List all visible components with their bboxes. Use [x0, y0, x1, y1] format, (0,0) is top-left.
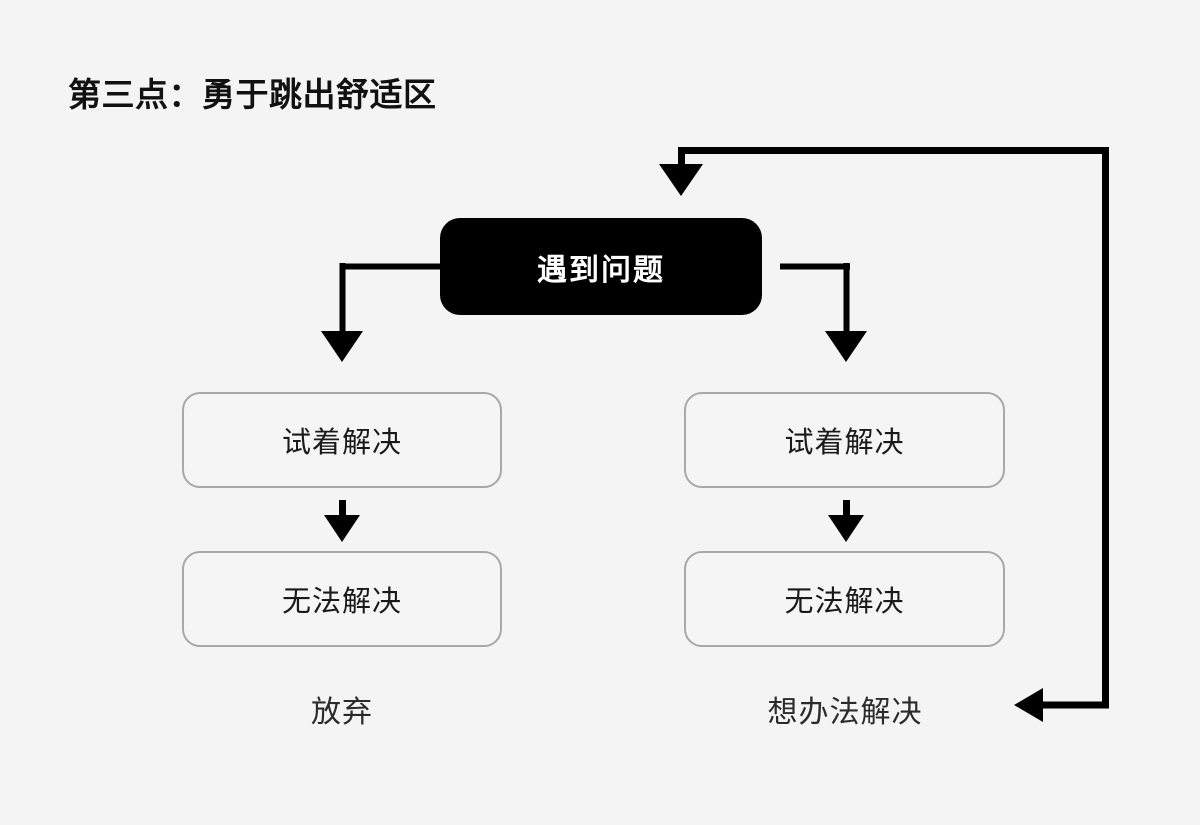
right-step1-to-step2-connector [828, 500, 864, 542]
root-to-right-branch-connector [780, 263, 867, 362]
node-left-try-to-solve[interactable]: 试着解决 [182, 392, 502, 488]
leaf-right-find-a-way: 想办法解决 [767, 696, 923, 729]
page-title: 第三点：勇于跳出舒适区 [68, 76, 437, 113]
node-left-cannot-solve[interactable]: 无法解决 [182, 551, 502, 647]
node-right-cannot-solve-label: 无法解决 [784, 586, 905, 618]
node-root-label: 遇到问题 [537, 253, 665, 287]
root-to-left-branch-connector [321, 263, 440, 362]
node-root-encounter-problem[interactable]: 遇到问题 [440, 218, 762, 315]
node-right-try-to-solve[interactable]: 试着解决 [684, 392, 1005, 488]
node-right-try-to-solve-label: 试着解决 [784, 427, 905, 459]
leaf-left-give-up: 放弃 [311, 696, 373, 729]
node-left-try-to-solve-label: 试着解决 [281, 427, 402, 459]
node-right-cannot-solve[interactable]: 无法解决 [684, 551, 1005, 647]
left-step1-to-step2-connector [324, 500, 360, 542]
node-left-cannot-solve-label: 无法解决 [281, 586, 402, 618]
